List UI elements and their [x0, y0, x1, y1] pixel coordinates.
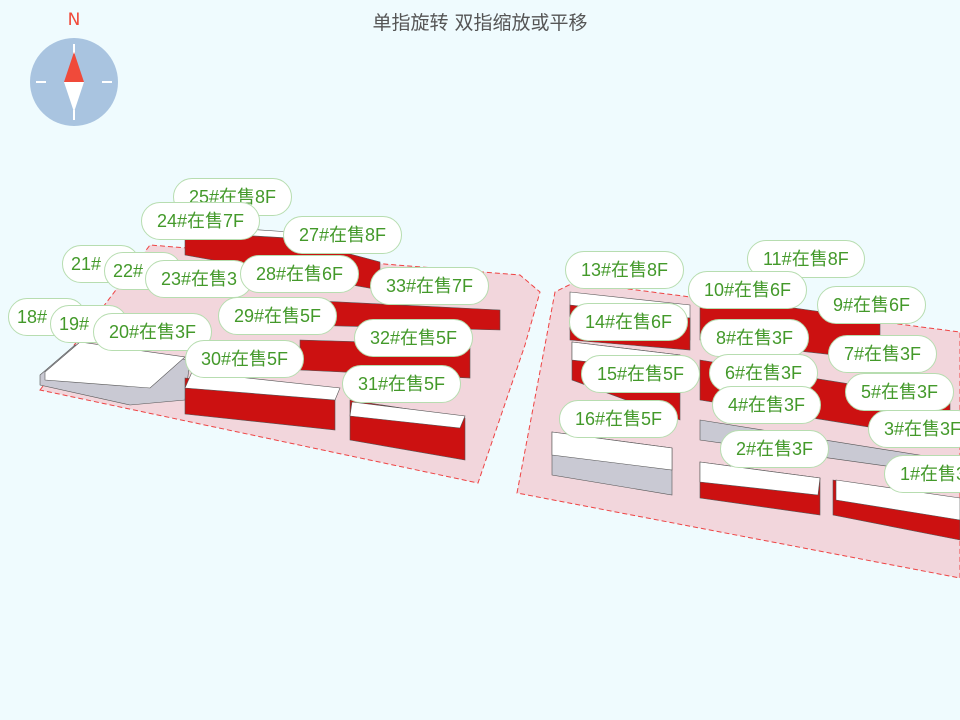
building-label[interactable]: 10#在售6F: [688, 271, 808, 309]
building-label[interactable]: 28#在售6F: [240, 255, 360, 293]
building-label[interactable]: 32#在售5F: [354, 319, 474, 357]
building-label[interactable]: 9#在售6F: [817, 286, 927, 324]
building-label[interactable]: 29#在售5F: [218, 297, 338, 335]
building-label[interactable]: 27#在售8F: [283, 216, 403, 254]
building-label[interactable]: 3#在售3F: [868, 410, 960, 448]
building-label[interactable]: 7#在售3F: [828, 335, 938, 373]
building-label[interactable]: 5#在售3F: [845, 373, 955, 411]
compass-icon: [30, 38, 118, 126]
building-label[interactable]: 16#在售5F: [559, 400, 679, 438]
building-label[interactable]: 33#在售7F: [370, 267, 490, 305]
compass[interactable]: N: [30, 10, 120, 130]
building-label[interactable]: 13#在售8F: [565, 251, 685, 289]
building-label[interactable]: 30#在售5F: [185, 340, 305, 378]
north-label: N: [67, 10, 81, 30]
building-label[interactable]: 31#在售5F: [342, 365, 462, 403]
building-label[interactable]: 15#在售5F: [581, 355, 701, 393]
building-label[interactable]: 1#在售3F: [884, 455, 960, 493]
gesture-hint: 单指旋转 双指缩放或平移: [372, 12, 588, 34]
building-label[interactable]: 6#在售3F: [709, 354, 819, 392]
building-label[interactable]: 24#在售7F: [141, 202, 261, 240]
building-label[interactable]: 2#在售3F: [720, 430, 830, 468]
building-label[interactable]: 4#在售3F: [712, 386, 822, 424]
building-label[interactable]: 8#在售3F: [700, 319, 810, 357]
building-label[interactable]: 14#在售6F: [569, 303, 689, 341]
building-label[interactable]: 23#在售3: [145, 260, 254, 298]
